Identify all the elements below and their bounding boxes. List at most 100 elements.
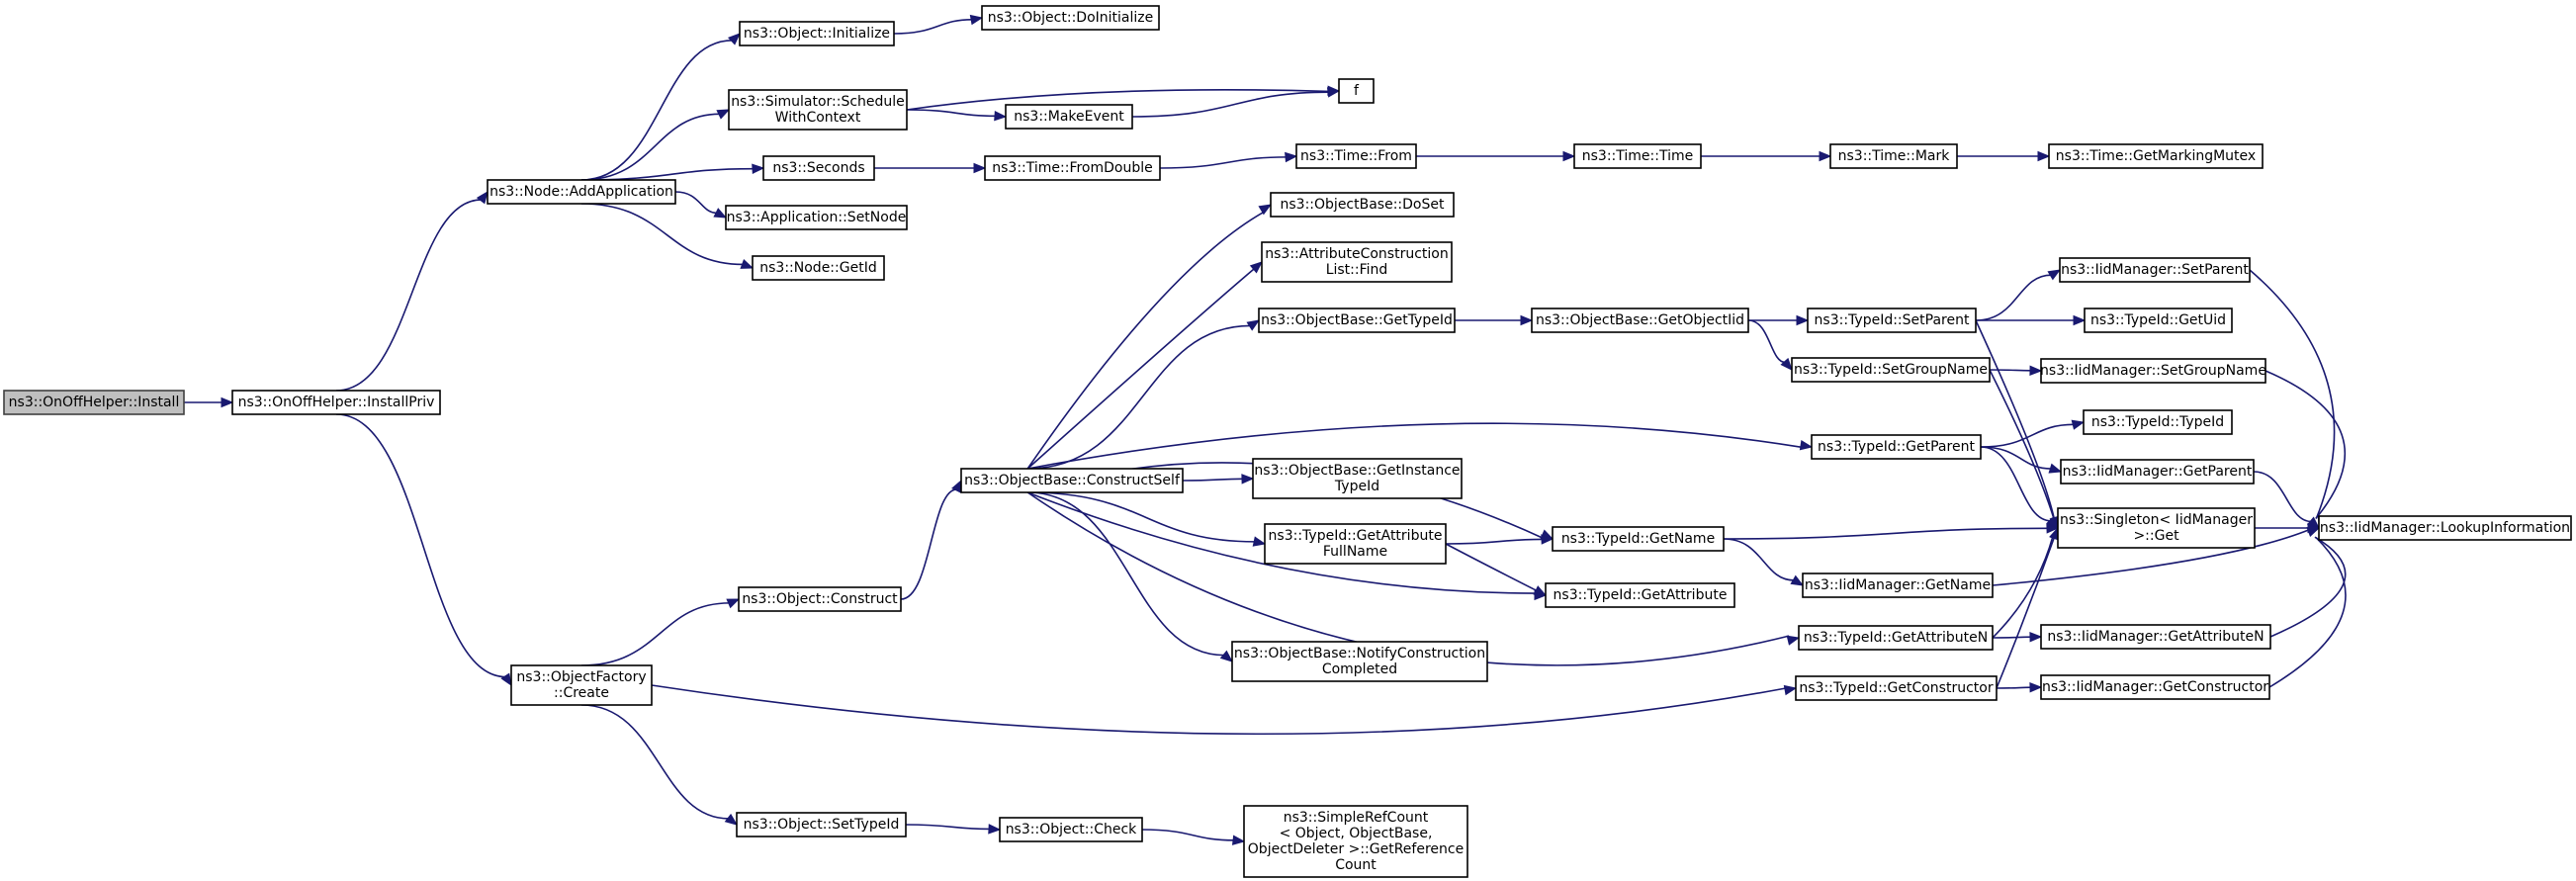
- function-node[interactable]: ns3::OnOffHelper::Install: [3, 390, 185, 415]
- node-box: [1798, 625, 1994, 651]
- node-label: Count: [1335, 857, 1377, 873]
- arrow-head: [1783, 684, 1798, 696]
- node-label: ns3::Time::FromDouble: [992, 160, 1153, 176]
- function-node[interactable]: ns3::Time::From: [1295, 143, 1417, 169]
- node-box: [2040, 674, 2270, 700]
- node-box: [1252, 458, 1463, 499]
- function-node[interactable]: ns3::Node::AddApplication: [487, 179, 676, 205]
- node-label: ns3::TypeId::SetGroupName: [1794, 362, 1988, 378]
- arrow-head: [1246, 319, 1261, 331]
- function-node[interactable]: ns3::IidManager::GetName: [1802, 573, 1994, 598]
- arrow-head: [1258, 204, 1273, 216]
- node-box: [1338, 78, 1375, 104]
- arrow-head: [1249, 261, 1264, 274]
- arrow-head: [1786, 635, 1801, 646]
- function-node[interactable]: ns3::ObjectBase::ConstructSelf: [960, 468, 1184, 493]
- node-box: [1270, 192, 1455, 218]
- arrow-head: [740, 259, 755, 269]
- function-node[interactable]: ns3::TypeId::GetParent: [1811, 434, 1982, 460]
- call-edge: [1159, 156, 1288, 169]
- function-node[interactable]: ns3::SimpleRefCount< Object, ObjectBase,…: [1243, 805, 1468, 878]
- function-node[interactable]: ns3::ObjectBase::DoSet: [1270, 192, 1455, 218]
- function-node[interactable]: ns3::TypeId::TypeId: [2083, 409, 2233, 435]
- function-node[interactable]: ns3::Object::Construct: [738, 586, 902, 612]
- function-node[interactable]: ns3::Application::SetNode: [725, 205, 908, 230]
- node-box: [1573, 143, 1702, 169]
- function-node[interactable]: ns3::ObjectBase::NotifyConstructionCompl…: [1231, 641, 1488, 682]
- function-node[interactable]: ns3::Singleton< IidManager >::Get: [2057, 507, 2256, 549]
- call-edge: [1445, 538, 1544, 545]
- function-node[interactable]: ns3::Object::Check: [999, 817, 1143, 842]
- arrow-head: [2047, 269, 2062, 281]
- function-node[interactable]: ns3::TypeId::GetAttribute: [1545, 582, 1735, 608]
- function-node[interactable]: ns3::Time::FromDouble: [984, 155, 1161, 181]
- function-node[interactable]: ns3::TypeId::GetUid: [2084, 308, 2233, 333]
- function-node[interactable]: ns3::TypeId::GetName: [1552, 526, 1725, 552]
- call-edge: [893, 18, 973, 35]
- function-node[interactable]: ns3::Object::Initialize: [739, 21, 895, 46]
- function-node[interactable]: ns3::IidManager::GetParent: [2060, 459, 2255, 485]
- function-node[interactable]: ns3::TypeId::SetGroupName: [1791, 357, 1991, 383]
- function-node[interactable]: ns3::Time::Mark: [1829, 143, 1958, 169]
- function-node[interactable]: ns3::IidManager::GetAttributeN: [2040, 624, 2271, 650]
- node-label: ns3::MakeEvent: [1014, 109, 1124, 125]
- arrow-head: [988, 824, 1002, 835]
- node-label: ns3::TypeId::GetAttribute: [1269, 528, 1443, 544]
- call-edge: [1445, 543, 1538, 592]
- function-node[interactable]: ns3::Seconds: [762, 155, 875, 181]
- function-node[interactable]: ns3::TypeId::GetAttributeN: [1798, 625, 1994, 651]
- arrow-head: [221, 396, 234, 408]
- function-node[interactable]: ns3::MakeEvent: [1005, 104, 1133, 130]
- node-label: ns3::ObjectBase::GetInstance: [1254, 463, 1460, 479]
- function-node[interactable]: ns3::IidManager::GetConstructor: [2040, 674, 2270, 700]
- function-node[interactable]: f: [1338, 78, 1375, 104]
- node-label: ns3::Time::GetMarkingMutex: [2056, 148, 2256, 164]
- arrow-head: [476, 190, 489, 205]
- node-box: [2040, 358, 2266, 384]
- node-box: [1243, 805, 1468, 878]
- function-node[interactable]: ns3::Object::DoInitialize: [981, 5, 1160, 31]
- arrow-head: [1520, 314, 1534, 326]
- function-node[interactable]: ns3::OnOffHelper::InstallPriv: [231, 390, 441, 415]
- function-node[interactable]: ns3::ObjectBase::GetTypeId: [1258, 308, 1456, 333]
- call-edge: [1975, 274, 2052, 321]
- call-edge: [1131, 91, 1330, 118]
- node-label: ns3::SimpleRefCount: [1284, 810, 1429, 826]
- function-node[interactable]: ns3::ObjectFactory::Create: [510, 664, 653, 706]
- call-edge: [1989, 369, 2055, 520]
- arrow-head: [1219, 650, 1234, 662]
- node-label: ns3::Singleton< IidManager: [2060, 512, 2253, 528]
- function-node[interactable]: ns3::Object::SetTypeId: [736, 812, 907, 837]
- call-edge: [1980, 446, 2052, 470]
- function-node[interactable]: ns3::IidManager::LookupInformation: [2318, 515, 2572, 541]
- function-node[interactable]: ns3::IidManager::SetParent: [2059, 257, 2251, 283]
- call-edge: [1723, 538, 1795, 581]
- arrow-head: [724, 813, 739, 826]
- call-edge: [1182, 478, 1244, 482]
- node-label: ns3::Time::Time: [1582, 148, 1693, 164]
- arrow-head: [716, 109, 731, 120]
- arrow-head: [500, 672, 512, 687]
- function-node[interactable]: ns3::Time::GetMarkingMutex: [2048, 143, 2264, 169]
- call-edge: [1027, 491, 1225, 657]
- function-node[interactable]: ns3::Node::GetId: [752, 255, 885, 281]
- node-label: ns3::OnOffHelper::InstallPriv: [238, 395, 435, 410]
- function-node[interactable]: ns3::Time::Time: [1573, 143, 1702, 169]
- node-box: [960, 468, 1184, 493]
- node-label: ns3::Seconds: [772, 160, 864, 176]
- function-node[interactable]: ns3::IidManager::SetGroupName: [2040, 358, 2266, 384]
- function-node[interactable]: ns3::ObjectBase::GetObjectIid: [1531, 308, 1749, 333]
- node-box: [1531, 308, 1749, 333]
- function-node[interactable]: ns3::TypeId::GetConstructor: [1795, 675, 1998, 701]
- call-edge: [905, 824, 991, 831]
- call-edge: [1996, 537, 2056, 689]
- call-edge: [1723, 527, 2049, 540]
- arrow-head: [2071, 419, 2086, 430]
- function-node[interactable]: ns3::TypeId::SetParent: [1807, 308, 1977, 333]
- node-box: [762, 155, 875, 181]
- arrow-head: [713, 208, 728, 219]
